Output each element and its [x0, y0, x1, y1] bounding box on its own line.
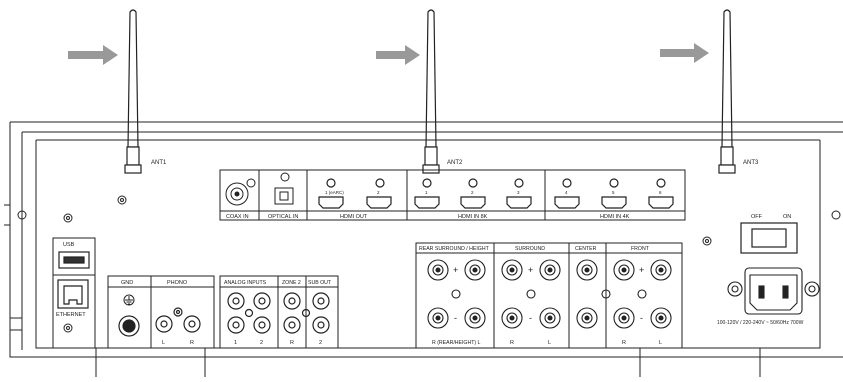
hdmi-in-2-label: 2 [471, 190, 474, 195]
phono-l-label: L [162, 340, 165, 346]
surround-r-label: R [510, 340, 514, 346]
usb-label: USB [63, 242, 75, 248]
coax-in-jack[interactable] [225, 178, 256, 206]
zone2-jacks[interactable] [283, 292, 311, 334]
gnd-terminal[interactable] [118, 315, 140, 337]
plus-sign: + [639, 265, 644, 275]
sub-out-jacks[interactable] [312, 292, 330, 334]
digital-inputs-row [219, 169, 686, 221]
gnd-label: GND [121, 280, 133, 286]
speaker-block [415, 242, 683, 349]
power-switch[interactable] [740, 222, 798, 254]
sub-2-label: 2 [319, 340, 322, 346]
front-l-label: L [659, 340, 662, 346]
hdmi-in-4k-ports[interactable] [554, 178, 674, 209]
minus-sign: - [454, 313, 457, 323]
rear-bottom-label: R (REAR/HEIGHT) L [432, 340, 481, 346]
minus-sign: - [640, 313, 643, 323]
ethernet-port[interactable] [57, 279, 89, 309]
analog-input-jacks[interactable] [227, 292, 271, 334]
ethernet-label: ETHERNET [56, 312, 86, 318]
antenna-2 [422, 9, 440, 174]
zone2-r-label: R [290, 340, 294, 346]
analog-inputs-label: ANALOG INPUTS [224, 280, 267, 286]
minus-sign: - [529, 313, 532, 323]
center-label: CENTER [575, 246, 597, 252]
hdmi-out-ports[interactable] [318, 178, 392, 209]
surround-l-label: L [548, 340, 551, 346]
hdmi-in-4k-label: HDMI IN 4K [600, 214, 630, 220]
coax-in-label: COAX IN [226, 214, 249, 220]
optical-in-label: OPTICAL IN [268, 214, 298, 220]
speaker-terminals[interactable] [427, 259, 672, 329]
arrow-ant3-icon [660, 43, 709, 63]
hdmi-in-8k-ports[interactable] [414, 178, 532, 209]
usb-port[interactable] [58, 251, 90, 269]
hdmi-out-label: HDMI OUT [340, 214, 368, 220]
plus-sign: + [453, 265, 458, 275]
optical-in-jack[interactable] [274, 172, 294, 205]
hdmi-in-5-label: 5 [612, 190, 615, 195]
power-rating-label: 100-120V / 220-240V ~ 50/60Hz 700W [717, 320, 804, 326]
sub-out-label: SUB OUT [308, 280, 332, 286]
analog-1-label: 1 [234, 340, 237, 346]
front-label: FRONT [631, 246, 650, 252]
ant2-label: ANT2 [447, 160, 463, 166]
phono-label: PHONO [167, 280, 188, 286]
side-screw-left [17, 210, 27, 220]
arrow-ant2-icon [376, 45, 420, 65]
ant1-label: ANT1 [151, 160, 167, 166]
hdmi-in-4-label: 4 [565, 190, 568, 195]
hdmi-in-1-label: 1 [425, 190, 428, 195]
ant3-label: ANT3 [743, 160, 759, 166]
surround-label: SURROUND [515, 246, 545, 252]
zone2-label: ZONE 2 [282, 280, 301, 286]
hdmi-in-3-label: 3 [517, 190, 520, 195]
arrow-ant1-icon [68, 45, 118, 65]
pointer-arrows [68, 43, 709, 65]
phono-r-label: R [190, 340, 194, 346]
rear-surround-label: REAR SURROUND / HEIGHT [419, 246, 490, 252]
gnd-phono-block [107, 275, 215, 349]
hdmi-out-2-label: 2 [377, 190, 380, 195]
ground-symbol-icon [123, 294, 135, 306]
antenna-3 [718, 9, 736, 174]
analog-block [219, 275, 339, 349]
ac-power-inlet[interactable] [727, 267, 820, 315]
hdmi-in-8k-label: HDMI IN 8K [458, 214, 488, 220]
analog-2-label: 2 [260, 340, 263, 346]
plus-sign: + [528, 265, 533, 275]
hdmi-in-6-label: 6 [659, 190, 662, 195]
hdmi-out-1-label: 1 (eARC) [325, 190, 344, 195]
phono-jacks[interactable] [155, 307, 201, 333]
power-off-label: OFF [751, 214, 763, 220]
panel-screws [63, 195, 712, 333]
side-screw-right [831, 210, 841, 220]
antenna-1 [124, 9, 142, 174]
power-on-label: ON [783, 214, 791, 220]
usb-ethernet-block [52, 237, 96, 349]
front-r-label: R [622, 340, 626, 346]
